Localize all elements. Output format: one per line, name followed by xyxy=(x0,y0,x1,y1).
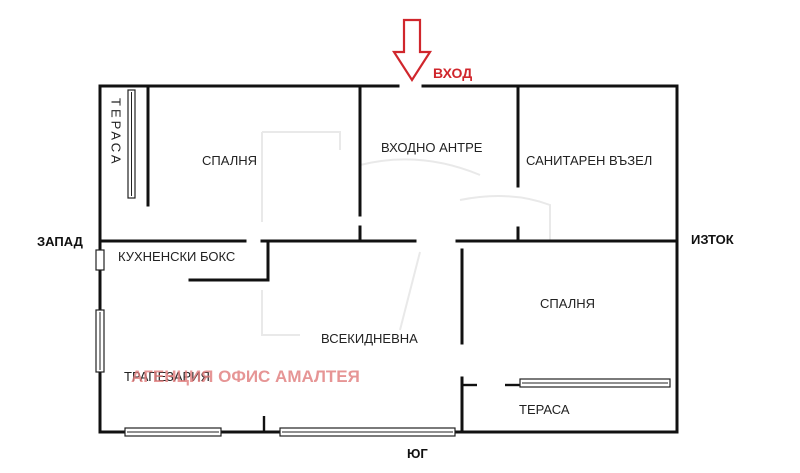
direction-east: ИЗТОК xyxy=(691,232,734,247)
agency-watermark: АГЕНЦИЯ ОФИС АМАЛТЕЯ xyxy=(131,367,360,386)
direction-south: ЮГ xyxy=(407,446,428,461)
room-living: ВСЕКИДНЕВНА xyxy=(321,331,418,346)
window-kitchen xyxy=(95,249,105,271)
interior-walls xyxy=(98,84,679,434)
room-bedroom-2: СПАЛНЯ xyxy=(540,296,595,311)
room-terrace-south: ТЕРАСА xyxy=(519,402,570,417)
room-entrance-hall: ВХОДНО АНТРЕ xyxy=(381,140,483,155)
arrow-down-icon xyxy=(391,18,433,83)
room-terrace-west: ТЕРАСА xyxy=(109,98,124,167)
logo-watermark xyxy=(261,131,551,336)
room-bathroom: САНИТАРЕН ВЪЗЕЛ xyxy=(526,153,652,168)
room-kitchen: КУХНЕНСКИ БОКС xyxy=(118,249,235,264)
windows xyxy=(95,89,671,437)
room-dining: ТРАПЕЗАРИЯ xyxy=(124,369,210,384)
entrance-label: ВХОД xyxy=(433,65,472,81)
room-bedroom-1: СПАЛНЯ xyxy=(202,153,257,168)
direction-west: ЗАПАД xyxy=(37,234,84,249)
